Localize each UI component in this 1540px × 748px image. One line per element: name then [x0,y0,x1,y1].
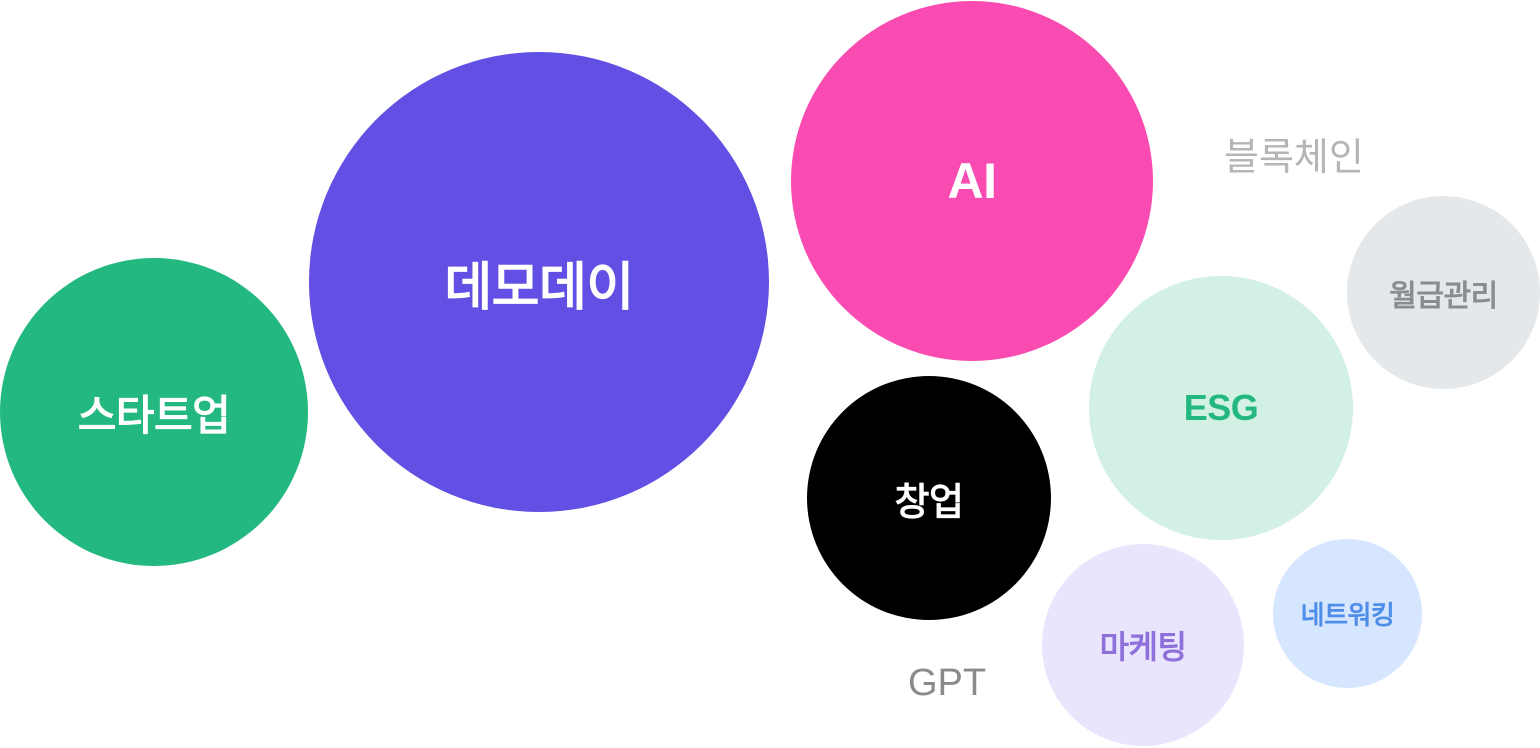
bubble-founding[interactable]: 창업 [807,376,1051,620]
bubble-payroll[interactable]: 월급관리 [1347,196,1540,389]
bubble-startup[interactable]: 스타트업 [0,258,308,566]
bubble-startup-label: 스타트업 [77,391,231,439]
bubble-esg-label: ESG [1183,387,1259,428]
bubble-demoday-label: 데모데이 [444,258,634,317]
keyword-gpt[interactable]: GPT [908,662,987,704]
bubble-networking-label: 네트워킹 [1300,600,1395,630]
bubble-demoday[interactable]: 데모데이 [309,52,769,512]
bubble-marketing[interactable]: 마케팅 [1042,544,1244,746]
bubble-networking[interactable]: 네트워킹 [1273,539,1422,688]
bubble-esg[interactable]: ESG [1089,276,1353,540]
keyword-blockchain[interactable]: 블록체인 [1224,137,1364,179]
bubble-founding-label: 창업 [894,481,964,524]
bubble-ai-label: AI [947,153,998,209]
bubble-ai[interactable]: AI [791,1,1153,361]
bubble-payroll-label: 월급관리 [1389,279,1498,313]
bubble-marketing-label: 마케팅 [1099,629,1187,665]
